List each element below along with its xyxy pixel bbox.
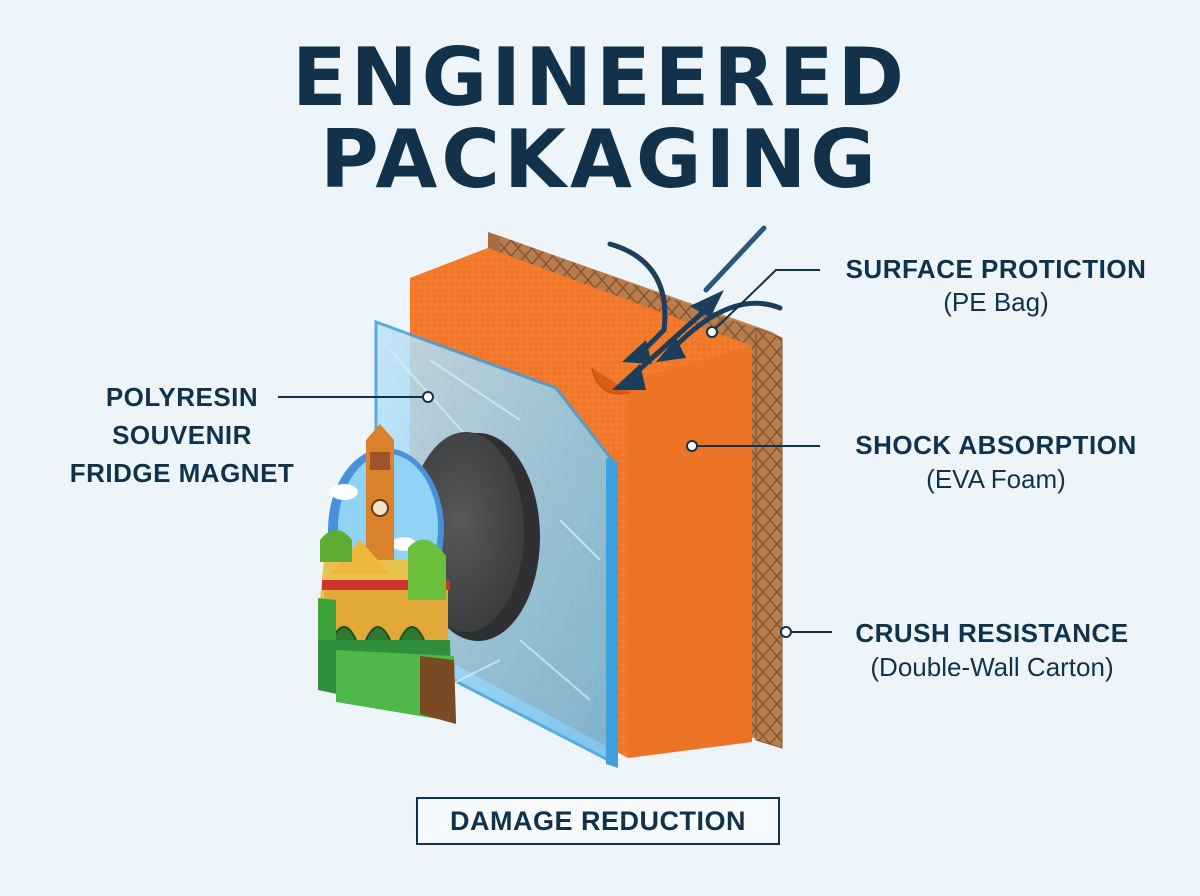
crush-resistance-label: CRUSH RESISTANCE (855, 618, 1129, 648)
souvenir-magnet-illustration (318, 424, 456, 724)
shock-absorption-detail: (EVA Foam) (926, 464, 1066, 494)
product-label-line-2: SOUVENIR (112, 420, 252, 450)
shock-absorption-label: SHOCK ABSORPTION (855, 430, 1137, 460)
surface-protection-detail: (PE Bag) (943, 287, 1049, 317)
title-line-2: PACKAGING (320, 113, 880, 206)
impact-arrowheads (612, 290, 724, 390)
crush-resistance-detail: (Double-Wall Carton) (870, 652, 1114, 682)
impact-arrow-4 (667, 300, 783, 355)
impact-arrow-1 (607, 241, 668, 357)
impact-arrows (607, 225, 783, 381)
impact-arrow-2 (703, 225, 767, 293)
product-label: POLYRESIN SOUVENIR FRIDGE MAGNET (48, 378, 316, 492)
title-line-1: ENGINEERED (292, 31, 908, 124)
surface-protection-label: SURFACE PROTІCTION (845, 254, 1147, 284)
leader-lines (278, 269, 832, 633)
product-label-line-3: FRIDGE MAGNET (69, 458, 295, 488)
leader-dots (422, 326, 792, 638)
impact-arrow-3 (627, 301, 715, 381)
damage-reduction-badge: DAMAGE REDUCTION (416, 797, 780, 845)
product-label-line-1: POLYRESIN (105, 382, 259, 412)
